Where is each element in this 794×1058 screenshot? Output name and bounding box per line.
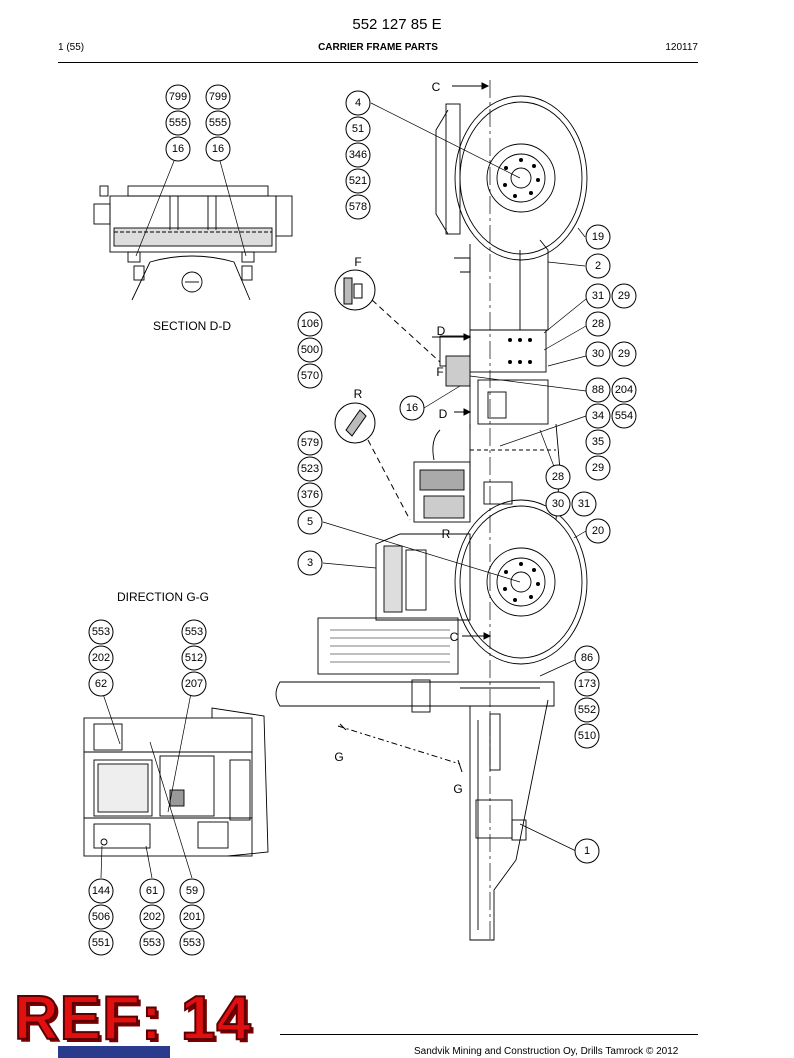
callout-gg-l1: 553	[92, 626, 110, 638]
callout-f-2: 500	[301, 344, 319, 356]
marker-d-top: D	[437, 324, 446, 338]
callout-19: 19	[592, 231, 604, 243]
callout-hub-5: 578	[349, 201, 367, 213]
callout-sdd-b1: 799	[209, 91, 227, 103]
marker-r-main: R	[442, 527, 451, 541]
callout-sdd-a2: 555	[169, 117, 187, 129]
callout-5: 5	[307, 516, 313, 528]
callout-gg-r1: 553	[185, 626, 203, 638]
footer-copyright: Sandvik Mining and Construction Oy, Dril…	[414, 1046, 679, 1057]
marker-g-left: G	[334, 750, 343, 764]
footer-divider	[280, 1034, 698, 1035]
callout-f-3: 570	[301, 370, 319, 382]
callout-31b: 31	[578, 498, 590, 510]
callout-gg-b2: 506	[92, 911, 110, 923]
callout-3: 3	[307, 557, 313, 569]
carrier-main-view	[275, 80, 588, 941]
section-dd-view	[93, 185, 293, 301]
callout-30a: 30	[592, 348, 604, 360]
callout-gg-c2: 202	[143, 911, 161, 923]
callout-1: 1	[584, 845, 590, 857]
callout-30b: 30	[552, 498, 564, 510]
direction-gg-label: DIRECTION G-G	[117, 590, 209, 604]
callout-554: 554	[615, 410, 633, 422]
callout-gg-r3: 207	[185, 678, 203, 690]
callout-173: 173	[578, 678, 596, 690]
callout-hub-2: 51	[352, 123, 364, 135]
callout-34: 34	[592, 410, 604, 422]
callout-552: 552	[578, 704, 596, 716]
callout-88: 88	[592, 384, 604, 396]
callout-2: 2	[595, 260, 601, 272]
detail-f-view	[334, 269, 441, 363]
callout-sdd-a3: 16	[172, 143, 184, 155]
date-code: 120117	[665, 42, 698, 53]
callout-sdd-a1: 799	[169, 91, 187, 103]
callout-hub-4: 521	[349, 175, 367, 187]
callout-hub-3: 346	[349, 149, 367, 161]
page-title: CARRIER FRAME PARTS	[318, 42, 438, 53]
header-divider	[58, 62, 698, 63]
marker-c-top: C	[432, 80, 441, 94]
callout-sdd-b2: 555	[209, 117, 227, 129]
callout-f-1: 106	[301, 318, 319, 330]
direction-gg-view	[83, 707, 269, 857]
callout-16: 16	[406, 402, 418, 414]
marker-d-bottom: D	[439, 407, 448, 421]
callout-20: 20	[592, 525, 604, 537]
callout-29a: 29	[618, 290, 630, 302]
header-row: 1 (55) CARRIER FRAME PARTS 120117	[58, 40, 698, 58]
marker-g-right: G	[453, 782, 462, 796]
callout-gg-b1: 144	[92, 885, 110, 897]
marker-r-detail: R	[354, 387, 363, 401]
callout-gg-d3: 553	[183, 937, 201, 949]
callout-31a: 31	[592, 290, 604, 302]
marker-f-main: F	[436, 365, 443, 379]
callout-86: 86	[581, 652, 593, 664]
callout-35: 35	[592, 436, 604, 448]
callout-sdd-b3: 16	[212, 143, 224, 155]
section-dd-label: SECTION D-D	[153, 319, 231, 333]
marker-f-detail: F	[354, 255, 361, 269]
callout-r-3: 376	[301, 489, 319, 501]
callout-gg-r2: 512	[185, 652, 203, 664]
detail-r-view	[334, 402, 411, 521]
page-indicator: 1 (55)	[58, 42, 85, 53]
callout-hub-1: 4	[355, 97, 361, 109]
callout-bubbles	[88, 84, 637, 956]
section-cut-lines	[337, 82, 492, 773]
callout-gg-l2: 202	[92, 652, 110, 664]
callout-29c: 29	[592, 462, 604, 474]
callout-r-2: 523	[301, 463, 319, 475]
callout-gg-c3: 553	[143, 937, 161, 949]
callout-510: 510	[578, 730, 596, 742]
callout-gg-c1: 61	[146, 885, 158, 897]
callout-204: 204	[615, 384, 633, 396]
document-code: 552 127 85 E	[352, 16, 442, 33]
brand-logo	[58, 1046, 170, 1058]
marker-c-bottom: C	[450, 630, 459, 644]
callout-gg-b3: 551	[92, 937, 110, 949]
callout-gg-l3: 62	[95, 678, 107, 690]
callout-29b: 29	[618, 348, 630, 360]
leader-lines	[100, 102, 587, 879]
callout-28b: 28	[552, 471, 564, 483]
callout-28a: 28	[592, 318, 604, 330]
callout-gg-d2: 201	[183, 911, 201, 923]
callout-r-1: 579	[301, 437, 319, 449]
ref-watermark: REF: 14	[13, 983, 252, 1054]
callout-gg-d1: 59	[186, 885, 198, 897]
